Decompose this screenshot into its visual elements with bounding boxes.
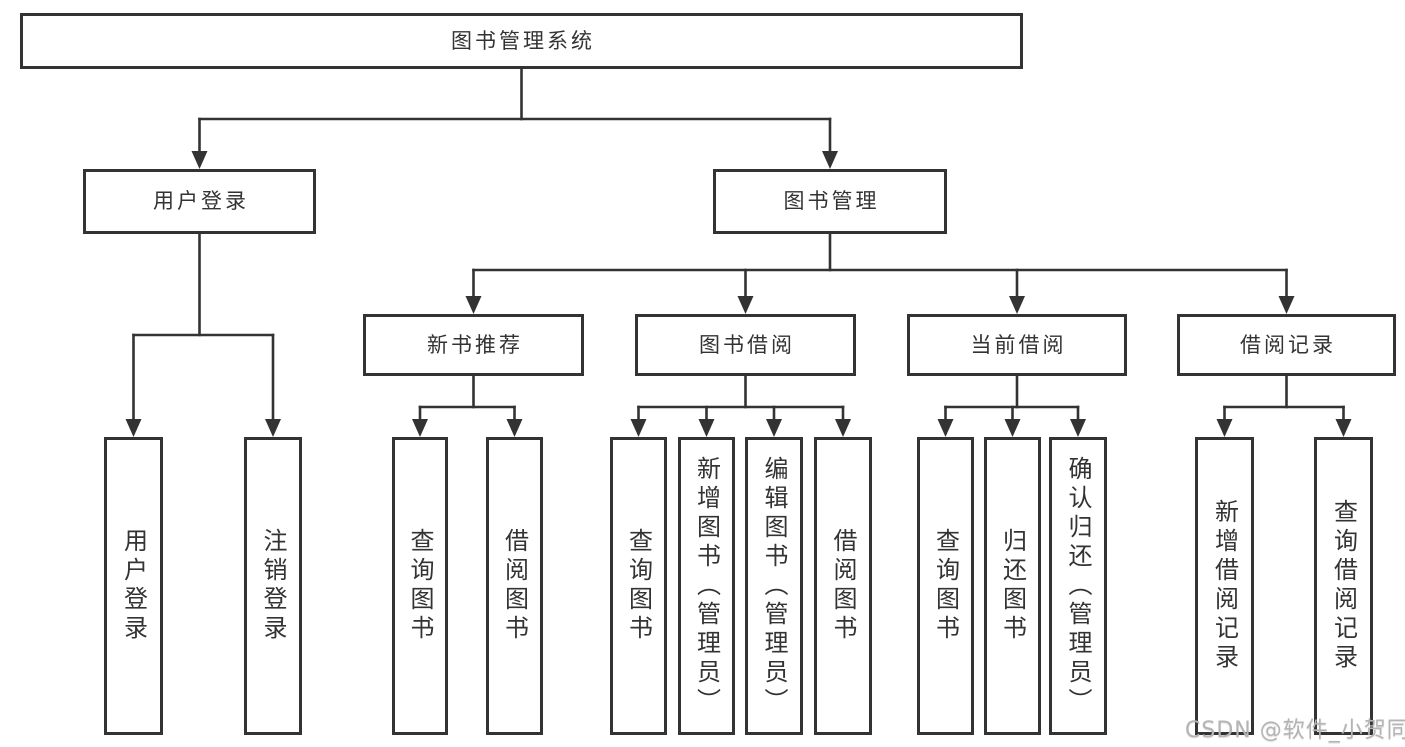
diagram-node-login: 用户登录 — [104, 437, 163, 735]
node-label-current-borrow: 当前借阅 — [970, 332, 1067, 357]
diagram-node-bb-query-books: 查询图书 — [610, 437, 667, 735]
diagram-node-cur-query-books: 查询图书 — [917, 437, 974, 735]
node-label-edit-books-admin: 编辑图书（管理员） — [760, 455, 788, 717]
node-label-rec-query-books: 查询图书 — [406, 528, 434, 644]
diagram-node-book-mgmt: 图书管理 — [713, 169, 947, 234]
diagram-node-query-borrow-record: 查询借阅记录 — [1314, 437, 1373, 735]
diagram-node-user-login: 用户登录 — [83, 169, 316, 234]
diagram-node-rec-borrow-books: 借阅图书 — [486, 437, 543, 735]
node-label-add-books-admin: 新增图书（管理员） — [692, 455, 721, 717]
node-label-confirm-return-admin: 确认归还（管理员） — [1064, 455, 1092, 717]
diagram-node-add-borrow-record: 新增借阅记录 — [1195, 437, 1254, 735]
diagram-node-confirm-return-admin: 确认归还（管理员） — [1049, 437, 1107, 735]
node-label-return-books: 归还图书 — [998, 528, 1027, 644]
node-label-cur-query-books: 查询图书 — [931, 528, 960, 644]
node-label-book-mgmt: 图书管理 — [783, 189, 880, 213]
node-label-book-borrow: 图书借阅 — [699, 332, 795, 357]
diagram-node-bb-borrow-books: 借阅图书 — [814, 437, 872, 735]
diagram-node-book-borrow: 图书借阅 — [635, 314, 856, 376]
node-label-add-borrow-record: 新增借阅记录 — [1210, 499, 1239, 673]
diagram-node-return-books: 归还图书 — [984, 437, 1041, 735]
node-label-new-book-rec: 新书推荐 — [427, 332, 523, 357]
node-label-root: 图书管理系统 — [451, 28, 595, 53]
diagram-node-rec-query-books: 查询图书 — [392, 437, 448, 735]
diagram-node-borrow-records: 借阅记录 — [1177, 314, 1396, 376]
watermark: CSDN @软件_小贺同学 — [1185, 718, 1405, 743]
diagram-node-new-book-rec: 新书推荐 — [363, 314, 584, 376]
node-label-query-borrow-record: 查询借阅记录 — [1329, 499, 1358, 673]
node-label-rec-borrow-books: 借阅图书 — [500, 528, 529, 644]
diagram-node-add-books-admin: 新增图书（管理员） — [678, 437, 735, 735]
node-label-borrow-records: 借阅记录 — [1240, 332, 1336, 357]
diagram-node-root: 图书管理系统 — [20, 13, 1023, 69]
diagram-node-logout: 注销登录 — [244, 437, 302, 735]
node-label-bb-borrow-books: 借阅图书 — [829, 528, 857, 644]
node-label-bb-query-books: 查询图书 — [624, 528, 653, 644]
diagram-node-current-borrow: 当前借阅 — [907, 314, 1127, 376]
node-label-login: 用户登录 — [119, 528, 148, 644]
node-label-logout: 注销登录 — [259, 528, 287, 644]
node-label-user-login: 用户登录 — [153, 189, 249, 213]
diagram-node-edit-books-admin: 编辑图书（管理员） — [745, 437, 803, 735]
